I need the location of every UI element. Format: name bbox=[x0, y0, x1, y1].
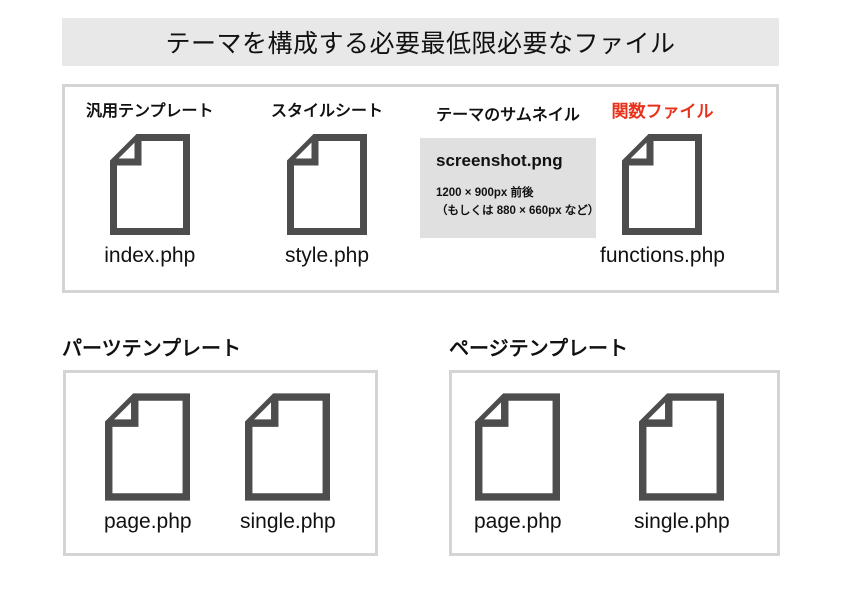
file-item-pages-page-php[interactable]: page.php bbox=[474, 393, 562, 532]
file-item-parts-page-php[interactable]: page.php bbox=[104, 393, 192, 532]
file-name-label: style.php bbox=[284, 244, 370, 267]
document-icon bbox=[287, 134, 367, 235]
document-icon bbox=[622, 134, 703, 235]
document-icon bbox=[639, 393, 725, 501]
file-role-label: テーマのサムネイル bbox=[436, 107, 580, 124]
document-icon bbox=[109, 134, 190, 235]
file-item-parts-single-php[interactable]: single.php bbox=[240, 393, 336, 532]
file-name-label: index.php bbox=[104, 244, 196, 267]
page-title-banner: テーマを構成する必要最低限必要なファイル bbox=[62, 18, 779, 66]
file-item-functions-php[interactable]: 関数ファイル functions.php bbox=[600, 103, 725, 266]
file-name-label: functions.php bbox=[600, 244, 725, 267]
file-role-label: 汎用テンプレート bbox=[86, 103, 214, 120]
file-role-label: 関数ファイル bbox=[611, 102, 714, 121]
thumbnail-size-primary: 1200 × 900px 前後 bbox=[436, 187, 534, 199]
thumbnail-card: screenshot.png 1200 × 900px 前後 （もしくは 880… bbox=[420, 138, 600, 238]
page-title: テーマを構成する必要最低限必要なファイル bbox=[165, 30, 676, 58]
file-name-label: single.php bbox=[634, 510, 730, 533]
file-item-screenshot-png[interactable]: テーマのサムネイル screenshot.png 1200 × 900px 前後… bbox=[420, 107, 600, 238]
document-icon bbox=[475, 393, 561, 501]
thumbnail-size-alternate: （もしくは 880 × 660px など） bbox=[436, 204, 600, 217]
file-item-index-php[interactable]: 汎用テンプレート index.php bbox=[86, 103, 214, 267]
file-name-label: single.php bbox=[240, 510, 336, 533]
file-item-style-php[interactable]: スタイルシート style.php bbox=[271, 103, 384, 267]
file-name-label: page.php bbox=[104, 510, 192, 533]
thumbnail-filename: screenshot.png bbox=[436, 151, 563, 170]
document-icon bbox=[105, 393, 191, 501]
file-item-pages-single-php[interactable]: single.php bbox=[634, 393, 730, 532]
parts-template-caption: パーツテンプレート bbox=[62, 338, 241, 360]
page-template-caption: ページテンプレート bbox=[449, 338, 628, 360]
file-name-label: page.php bbox=[474, 510, 562, 533]
file-role-label: スタイルシート bbox=[271, 103, 384, 120]
document-icon bbox=[245, 393, 331, 501]
